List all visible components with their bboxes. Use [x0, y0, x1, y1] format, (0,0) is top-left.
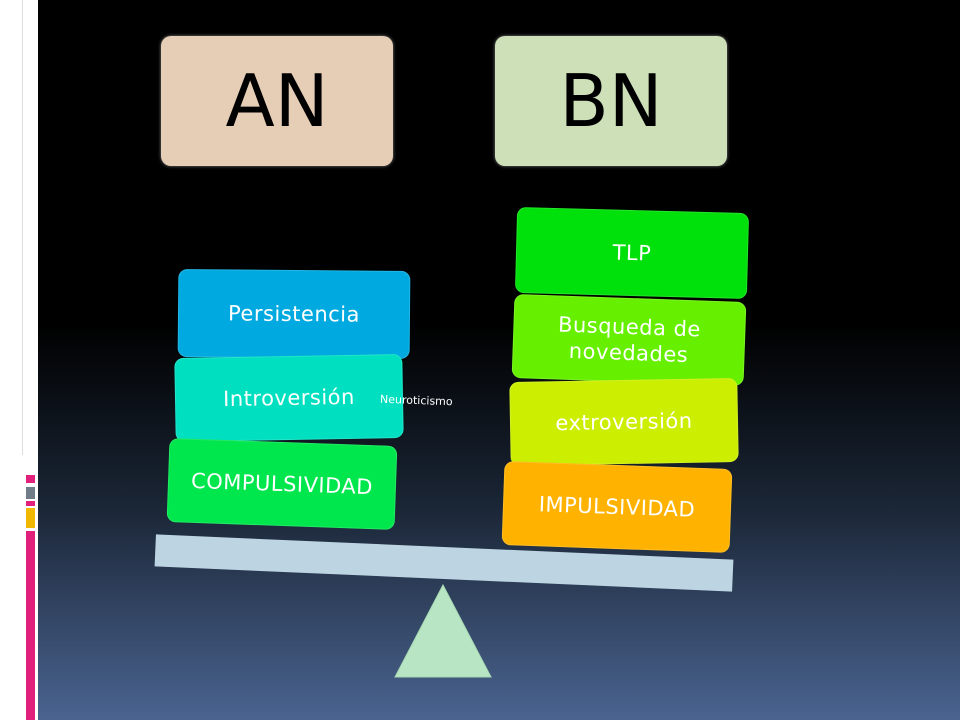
- title-an: AN: [161, 36, 393, 166]
- block-compulsividad: COMPULSIVIDAD: [166, 438, 398, 530]
- strip-bar-yellow: [26, 508, 35, 528]
- block-introversion: Introversión: [174, 354, 404, 442]
- title-bn: BN: [495, 36, 727, 166]
- block-extroversion: extroversión: [509, 378, 739, 466]
- block-persistencia: Persistencia: [177, 268, 411, 360]
- block-impulsividad: IMPULSIVIDAD: [501, 461, 733, 553]
- block-tlp: TLP: [514, 206, 750, 300]
- strip-bar-pink-long: [26, 531, 35, 720]
- strip-bar-dark: [22, 0, 39, 455]
- left-accent-strip: [0, 0, 39, 720]
- fulcrum-triangle: [394, 583, 492, 678]
- strip-bar-pink-mid: [26, 501, 35, 506]
- slide-canvas: AN BN Persistencia Introversión COMPULSI…: [38, 0, 960, 720]
- block-busqueda-novedades: Busqueda de novedades: [511, 293, 747, 387]
- strip-bar-pink-top: [26, 475, 35, 483]
- neuroticismo-label: Neuroticismo: [379, 392, 453, 409]
- strip-bar-slate: [26, 487, 35, 499]
